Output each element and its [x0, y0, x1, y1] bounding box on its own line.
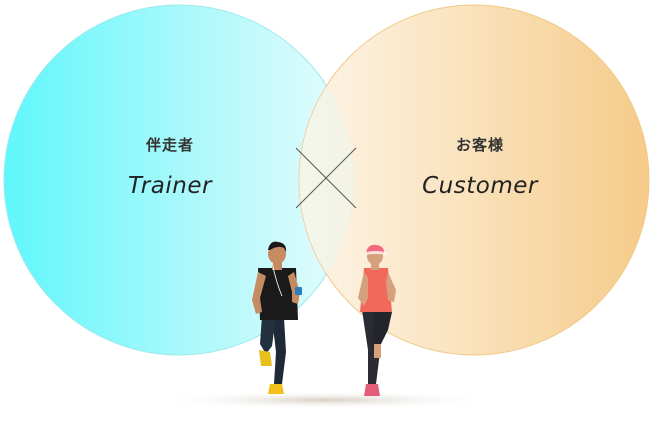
- female-runner-illustration: [358, 244, 396, 396]
- customer-label-jp: お客様: [455, 136, 504, 154]
- customer-label-en: Customer: [422, 173, 538, 199]
- customer-circle: [298, 4, 650, 356]
- ground-shadow: [155, 391, 495, 409]
- trainer-label-en: Trainer: [128, 173, 212, 199]
- cross-icon: [295, 147, 357, 209]
- male-runner-illustration: [252, 241, 302, 394]
- overlap-region: [299, 86, 354, 274]
- trainer-label-jp: 伴走者: [145, 136, 194, 154]
